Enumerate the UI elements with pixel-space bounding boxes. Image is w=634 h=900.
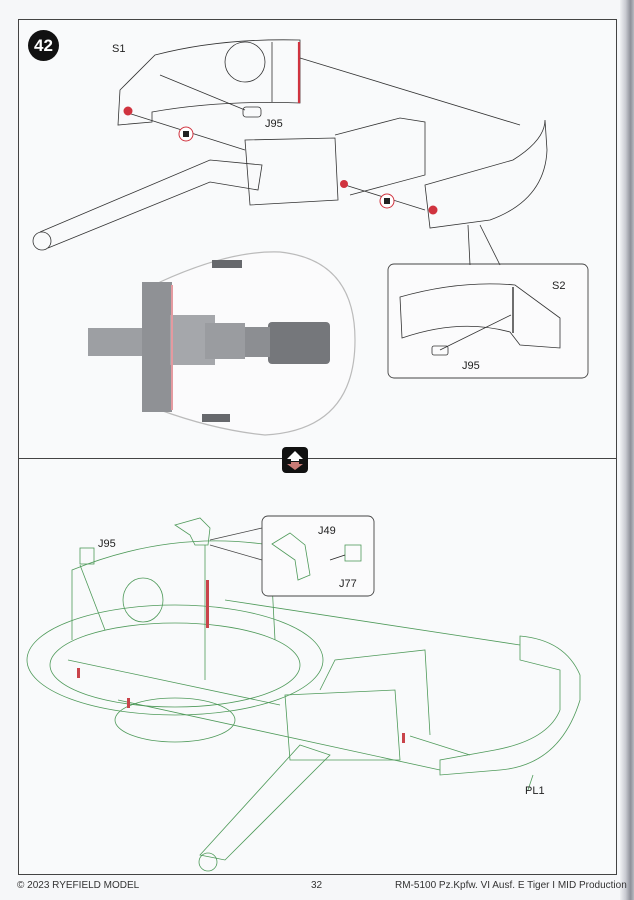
part-j95: [242, 106, 262, 118]
flip-assembly-icon: [282, 447, 308, 473]
label-j95-bottom: J95: [98, 538, 116, 550]
turret-ring: [26, 604, 324, 716]
label-j95-inset: J95: [462, 360, 480, 372]
gun-mantlet-bottom: [284, 689, 401, 761]
part-s2-shield: [424, 119, 548, 229]
label-j95-top: J95: [265, 118, 283, 130]
footer-product-title: RM-5100 Pz.Kpfw. VI Ausf. E Tiger I MID …: [395, 880, 627, 891]
gun-barrel: [39, 159, 263, 249]
part-j49: [174, 517, 211, 546]
label-j49: J49: [318, 525, 336, 537]
footer-page-number: 32: [311, 880, 323, 891]
footer-copyright: © 2023 RYEFIELD MODEL: [17, 880, 140, 891]
label-s2: S2: [552, 280, 566, 292]
inset-box-s2: [387, 263, 589, 379]
instruction-frame: 42: [18, 19, 617, 875]
shield-circle: [224, 41, 266, 83]
muzzle-brake: [32, 231, 52, 251]
page-binding-shadow: [620, 0, 634, 900]
part-j95-bottom: [79, 547, 95, 565]
section-view-detail: [88, 251, 356, 436]
inset-box-j49-j77: [261, 515, 375, 597]
gun-mantlet: [244, 137, 339, 206]
label-pl1: PL1: [525, 785, 545, 797]
step-number-badge: 42: [28, 30, 59, 61]
gun-barrel-bottom: [199, 744, 331, 861]
step-divider: [19, 458, 616, 459]
label-j77: J77: [339, 578, 357, 590]
label-s1: S1: [112, 43, 126, 55]
part-pl1: [439, 635, 581, 776]
